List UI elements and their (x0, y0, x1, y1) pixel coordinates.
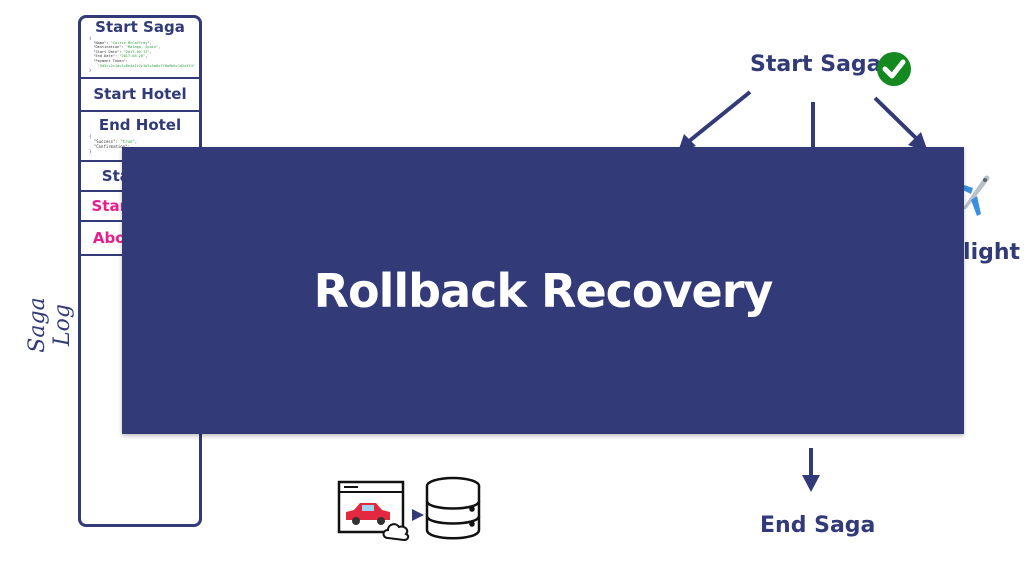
arrow-to-flight (873, 96, 920, 142)
arrow-to-hotel (686, 90, 752, 144)
start-saga-label: Start Saga (750, 52, 882, 77)
log-entry-label: End Hotel (98, 116, 182, 134)
log-entry-label: Start Hotel (93, 85, 187, 103)
car-service-icon-group (337, 476, 481, 542)
cloud-icon (382, 523, 410, 542)
banner-title: Rollback Recovery (313, 263, 774, 318)
database-icon (425, 476, 481, 540)
check-icon (877, 52, 911, 86)
airplane-icon (959, 175, 990, 216)
log-entry-json: { "Success": "true", "Confirmation": ...… (89, 134, 140, 154)
arrow-right-icon (412, 509, 424, 521)
log-entry-start-saga: Start Saga { "Name": "Caitie McCaffrey",… (81, 18, 199, 79)
log-entry-json: { "Name": "Caitie McCaffrey", "Destinati… (89, 36, 196, 73)
rollback-recovery-banner: Rollback Recovery (122, 147, 964, 434)
end-saga-label: End Saga (760, 513, 876, 538)
log-entry-label: Start Saga (95, 18, 185, 36)
log-entry-start-hotel: Start Hotel (81, 79, 199, 112)
